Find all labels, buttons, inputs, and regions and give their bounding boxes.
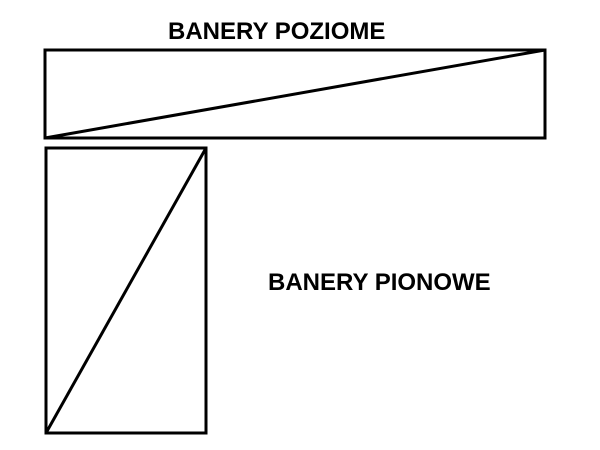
- horizontal-banners-label: BANERY POZIOME: [168, 18, 386, 45]
- vertical-banner: [44, 146, 208, 435]
- vertical-banners-label: BANERY PIONOWE: [268, 269, 491, 296]
- vertical-banner-rect: [44, 146, 208, 435]
- horizontal-banner-diagonal: [44, 48, 546, 140]
- horizontal-banner-rect: [43, 48, 547, 140]
- horizontal-banner: [43, 48, 547, 140]
- vertical-banner-diagonal: [44, 147, 208, 434]
